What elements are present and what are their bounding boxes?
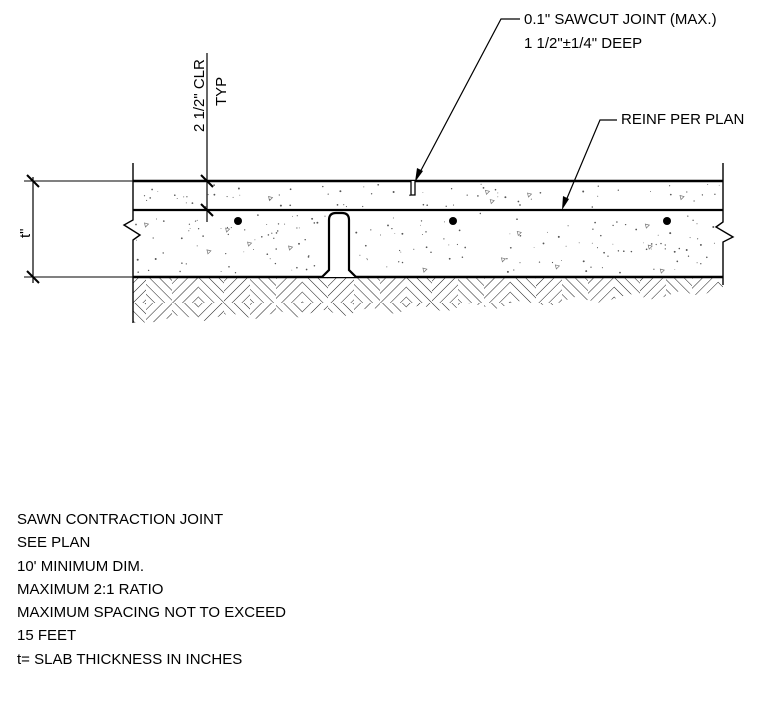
general-notes: SAWN CONTRACTION JOINT SEE PLAN 10' MINI… bbox=[17, 508, 286, 671]
cover-tick bbox=[200, 203, 214, 217]
sawcut-leader-line bbox=[417, 18, 520, 177]
rebar-dot bbox=[234, 217, 242, 225]
reinf-leader-line bbox=[564, 119, 617, 204]
reinf-callout: REINF PER PLAN bbox=[621, 111, 744, 128]
subgrade-soil-hatch bbox=[133, 277, 723, 323]
note-line: t= SLAB THICKNESS IN INCHES bbox=[17, 650, 243, 668]
clear-cover-label: 2 1/2" CLR bbox=[191, 59, 208, 132]
thickness-tick bbox=[26, 270, 40, 284]
sawcut-notch bbox=[410, 181, 416, 196]
sawcut-leader-arrow bbox=[415, 168, 423, 182]
rebar-dot bbox=[663, 217, 671, 225]
note-line: SEE PLAN bbox=[17, 534, 91, 552]
sawcut-callout-line2: 1 1/2"±1/4" DEEP bbox=[524, 35, 642, 52]
sawcut-callout-line1: 0.1" SAWCUT JOINT (MAX.) bbox=[524, 11, 717, 28]
joint-insert bbox=[321, 211, 357, 278]
note-line: 10' MINIMUM DIM. bbox=[17, 557, 145, 575]
note-line: SAWN CONTRACTION JOINT bbox=[17, 511, 224, 528]
left-break-line bbox=[122, 163, 142, 323]
note-line: MAXIMUM 2:1 RATIO bbox=[17, 580, 164, 598]
right-break-line bbox=[714, 163, 735, 285]
note-line: MAXIMUM SPACING NOT TO EXCEED bbox=[17, 604, 286, 622]
concrete-stipple bbox=[135, 183, 720, 274]
typ-label: TYP bbox=[213, 77, 230, 106]
thickness-label: t" bbox=[17, 229, 34, 239]
cover-tick bbox=[200, 174, 214, 188]
thickness-tick bbox=[26, 174, 40, 188]
rebar-dot bbox=[449, 217, 457, 225]
reinf-leader-arrow bbox=[562, 196, 569, 210]
note-line: 15 FEET bbox=[17, 627, 77, 645]
